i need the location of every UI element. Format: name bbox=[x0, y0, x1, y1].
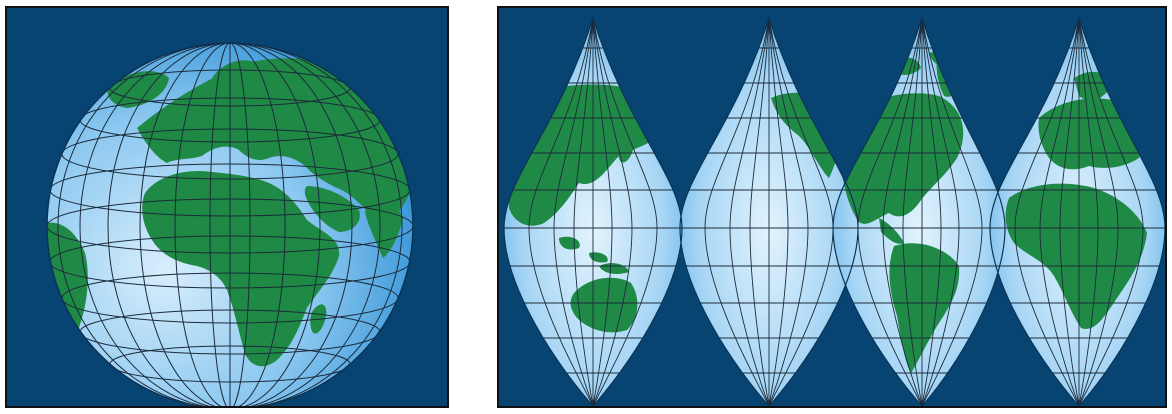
gores-svg bbox=[499, 8, 1165, 406]
africa-landmass bbox=[142, 170, 340, 367]
britain-landmass bbox=[177, 103, 193, 123]
scandinavia-landmass bbox=[212, 60, 259, 105]
gores-outlines bbox=[503, 15, 1165, 406]
madagascar-gore-landmass bbox=[1107, 275, 1120, 299]
india-landmass bbox=[365, 197, 403, 258]
gores-panel bbox=[497, 6, 1167, 408]
europe-landmass bbox=[1038, 98, 1144, 170]
australia-landmass bbox=[570, 277, 638, 333]
central-america-landmass bbox=[879, 218, 904, 244]
globe-outline bbox=[46, 42, 414, 406]
indonesia-landmass bbox=[559, 236, 608, 263]
south-america-gore-landmass bbox=[889, 243, 960, 373]
globe-svg bbox=[7, 8, 447, 406]
globe-panel bbox=[5, 6, 449, 408]
